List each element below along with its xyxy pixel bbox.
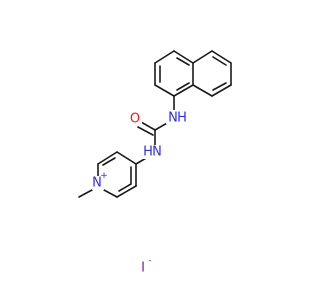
bond bbox=[154, 84, 175, 97]
bond bbox=[154, 50, 175, 64]
iodide-counterion: I - bbox=[141, 256, 152, 276]
iodide-label: I bbox=[141, 261, 145, 276]
bond bbox=[212, 82, 227, 91]
bond bbox=[137, 126, 154, 136]
bond bbox=[192, 50, 213, 64]
bond bbox=[211, 84, 232, 97]
nitrogen-label-top: N bbox=[168, 111, 178, 126]
bond bbox=[211, 50, 232, 64]
bond bbox=[176, 57, 190, 66]
bond bbox=[118, 183, 132, 192]
pyridinium-nitrogen: N + bbox=[92, 171, 108, 191]
oxygen-label: O bbox=[130, 112, 140, 127]
bond bbox=[192, 84, 213, 97]
bond bbox=[116, 151, 137, 165]
bond bbox=[140, 121, 156, 131]
bond bbox=[78, 189, 93, 198]
amide-nh-top: H N bbox=[166, 110, 187, 126]
bond bbox=[173, 50, 194, 64]
nitrogen-label-ring: N bbox=[92, 176, 102, 191]
bond bbox=[212, 56, 227, 66]
bond bbox=[116, 185, 137, 198]
atom-labels: O H N H N N + I - bbox=[92, 110, 187, 276]
molecule-canvas: O H N H N N + I - bbox=[78, 50, 232, 276]
bond bbox=[97, 151, 118, 165]
bond bbox=[103, 189, 118, 198]
bond bbox=[102, 157, 116, 166]
negative-charge: - bbox=[148, 256, 151, 266]
amide-nh-low: H N bbox=[143, 145, 163, 160]
bond-lines bbox=[78, 50, 232, 198]
bond bbox=[176, 82, 190, 91]
hydrogen-label-top: H bbox=[177, 111, 187, 126]
nitrogen-label-low: N bbox=[152, 145, 162, 160]
oxygen-atom: O bbox=[130, 112, 142, 127]
structure-drawing: O H N H N N + I - bbox=[78, 50, 232, 276]
positive-charge: + bbox=[100, 171, 108, 181]
bond bbox=[173, 84, 194, 97]
hydrogen-label-low: H bbox=[143, 145, 153, 160]
